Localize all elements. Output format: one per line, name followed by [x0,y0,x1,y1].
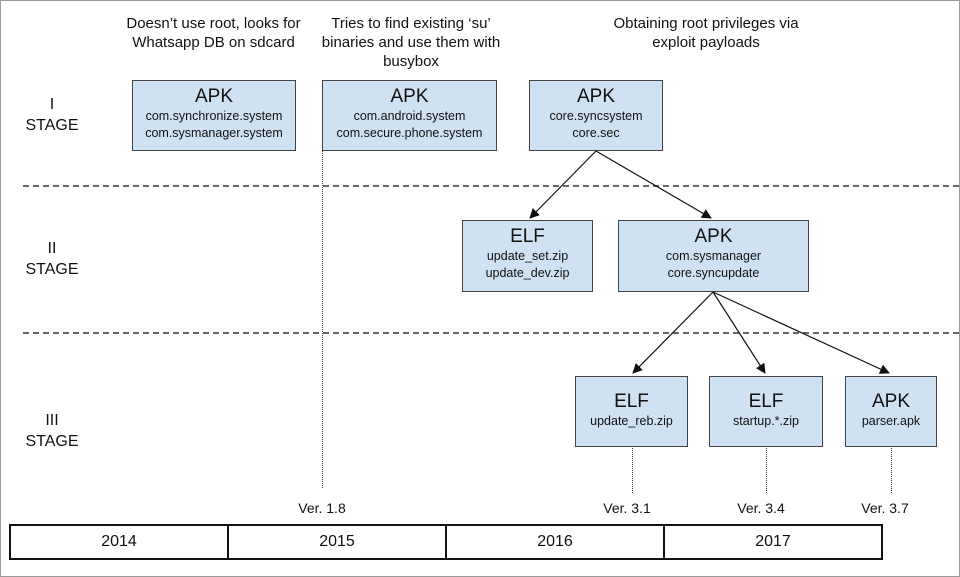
version-guide-3-1 [632,448,633,493]
package-name: core.sec [572,126,620,140]
elf-box-stage2: ELF update_set.zip update_dev.zip [462,220,593,292]
version-guide-3-7 [891,448,892,493]
version-guide-3-4 [766,448,767,493]
year-cell-2017: 2017 [755,533,791,550]
file-name: update_reb.zip [590,414,673,428]
year-cell-2014: 2014 [11,526,229,558]
note-existing-su: Tries to find existing ‘su’ binaries and… [321,15,501,70]
apk-box-stage1-a: APK com.synchronize.system com.sysmanage… [132,80,296,151]
year-timeline: 2014 2015 2016 2017 [9,524,883,560]
apk-box-stage1-b: APK com.android.system com.secure.phone.… [322,80,497,151]
package-name: com.synchronize.system [145,109,283,123]
apk-box-parser: APK parser.apk [845,376,937,447]
file-name: startup.*.zip [732,414,799,428]
apk-box-stage1-c: APK core.syncsystem core.sec [529,80,663,151]
year-cell-2016: 2016 [447,526,665,558]
version-label-1-8: Ver. 1.8 [298,500,346,516]
package-name: core.syncsystem [549,109,643,123]
package-name: core.syncupdate [667,266,760,280]
apk-box-stage2: APK com.sysmanager core.syncupdate [618,220,809,292]
file-name: update_dev.zip [485,266,570,280]
stage-divider-1 [23,185,959,187]
box-type-label: APK [871,391,911,412]
version-guide-1-8 [322,151,323,488]
elf-box-reb: ELF update_reb.zip [575,376,688,447]
box-type-label: ELF [510,226,545,247]
package-name: com.sysmanager [665,249,762,263]
file-name: parser.apk [861,414,921,428]
version-label-3-1: Ver. 3.1 [603,500,651,516]
stage-label-2: II STAGE [25,240,79,278]
package-name: com.android.system [353,109,466,123]
note-no-root: Doesn’t use root, looks for Whatsapp DB … [126,15,301,51]
box-type-label: APK [390,86,429,107]
stage-divider-2 [23,332,959,334]
version-label-3-4: Ver. 3.4 [737,500,785,516]
elf-box-startup: ELF startup.*.zip [709,376,823,447]
package-name: com.secure.phone.system [336,126,483,140]
box-type-label: ELF [614,391,649,412]
note-exploit-payloads: Obtaining root privileges via exploit pa… [613,15,799,51]
stage-label-1: I STAGE [25,96,79,134]
box-type-label: APK [576,86,616,107]
box-type-label: ELF [748,391,784,412]
year-cell-2015: 2015 [229,526,447,558]
file-name: update_set.zip [486,249,569,263]
box-type-label: APK [694,226,733,247]
package-name: com.sysmanager.system [145,126,283,140]
box-type-label: APK [194,86,234,107]
stage-label-3: III STAGE [25,412,79,450]
version-label-3-7: Ver. 3.7 [861,500,909,516]
